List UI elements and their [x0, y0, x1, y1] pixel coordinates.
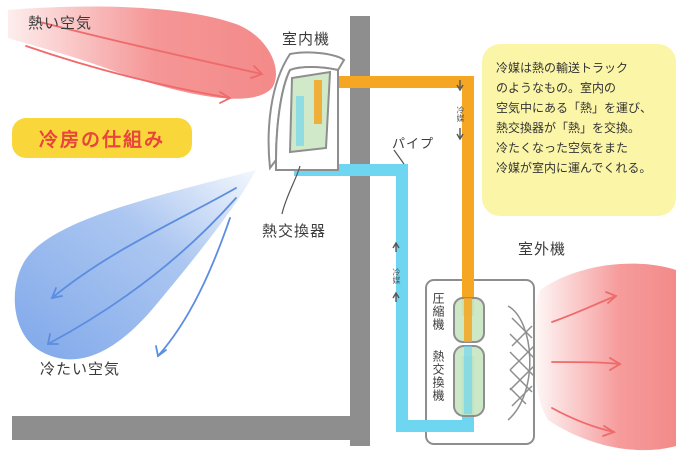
- wall: [12, 16, 370, 446]
- explanation-note: 冷媒は熱の輸送トラック のようなもの。室内の 空気中にある「熱」を運び、 熱交換…: [482, 44, 676, 216]
- indoor-unit-label: 室内機: [282, 30, 331, 48]
- compressor-label: 圧縮機: [431, 292, 445, 331]
- refrigerant-label-down: 冷媒: [456, 106, 465, 122]
- cold-air-plume: [14, 170, 256, 360]
- note-line: 冷媒は熱の輸送トラック: [496, 61, 629, 75]
- outdoor-fan-grille: [507, 305, 535, 421]
- note-line: のようなもの。室内の: [496, 81, 617, 95]
- outdoor-unit-label: 室外機: [518, 240, 567, 258]
- note-line: 空気中にある「熱」を運び、: [496, 101, 653, 115]
- hot-air-arrows-indoor: [25, 21, 264, 104]
- indoor-unit-graphic: [267, 51, 346, 171]
- pipe-label: パイプ: [392, 137, 435, 152]
- refrigerant-label-up: 冷媒: [392, 268, 401, 284]
- note-line: 冷媒が室内に運んでくれる。: [496, 161, 652, 175]
- outdoor-exchanger-label: 熱交換機: [431, 350, 445, 402]
- hot-air-arrows-outdoor: [551, 291, 622, 437]
- refrigerant-flow-arrows: [392, 80, 464, 302]
- heat-exchanger-label: 熱交換器: [262, 222, 327, 240]
- pipe-warm: [318, 76, 474, 316]
- note-line: 熱交換器が「熱」を交換。: [496, 121, 641, 135]
- cold-air-arrows: [46, 187, 237, 358]
- heat-exchanger-leader: [281, 165, 301, 215]
- note-line: 冷たくなった空気をまた: [496, 141, 629, 155]
- diagram-title: 冷房の仕組み: [12, 118, 192, 158]
- hot-air-label: 熱い空気: [28, 14, 93, 32]
- hot-air-plume-outdoor: [533, 263, 676, 451]
- cold-air-label: 冷たい空気: [40, 360, 121, 378]
- hot-air-plume-indoor: [8, 6, 276, 99]
- pipe-leader: [393, 149, 405, 165]
